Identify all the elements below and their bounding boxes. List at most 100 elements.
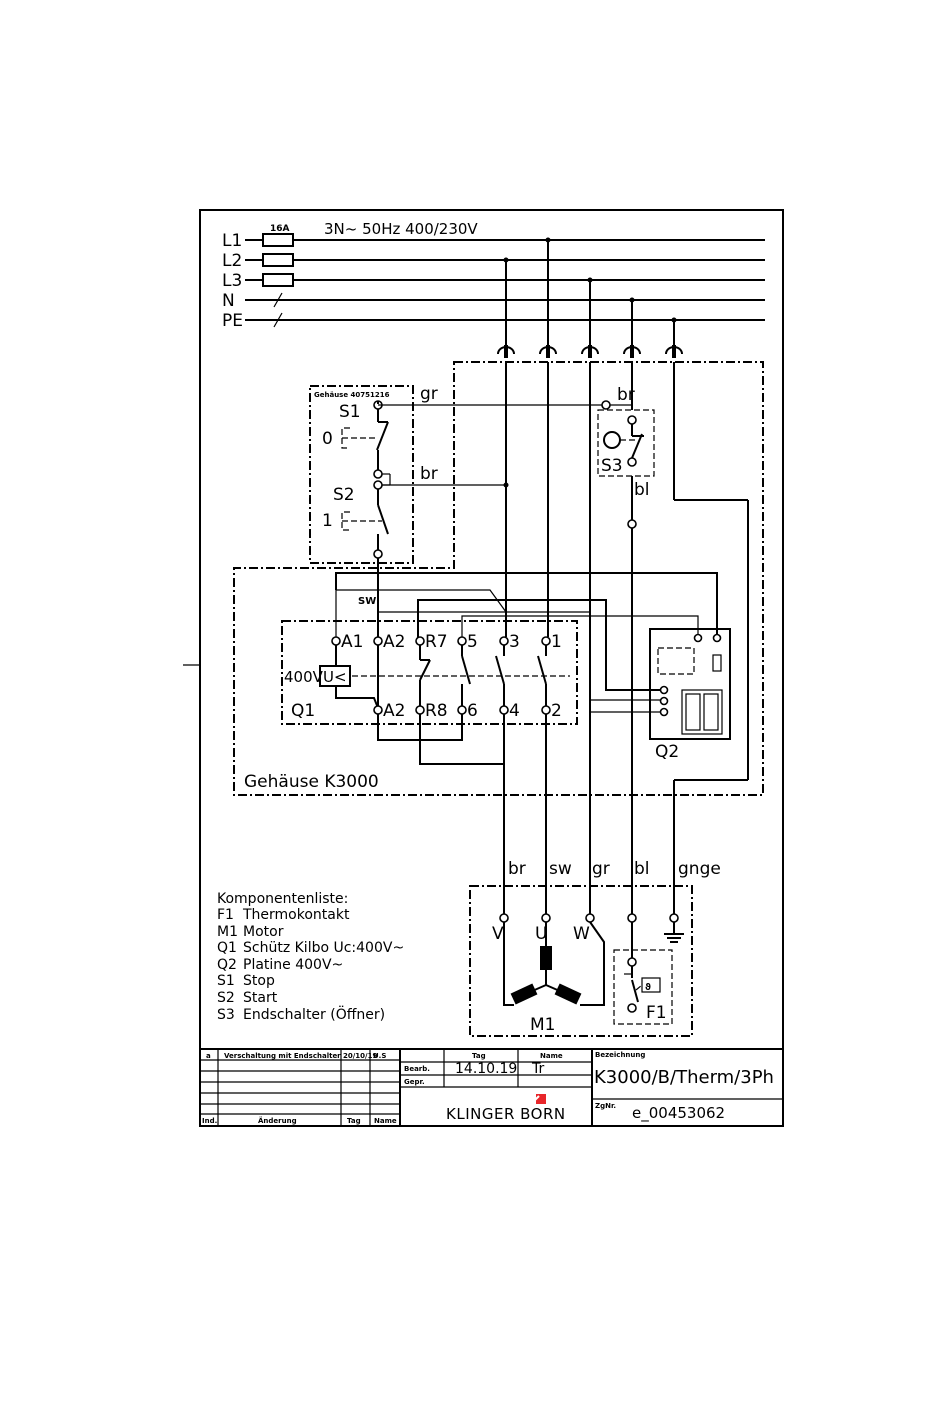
line-label-n: N — [222, 291, 235, 311]
contactor-q1: A1 A2 R7 5 3 1 400V U< Q1 A2 R8 6 4 2 — [284, 632, 570, 765]
coil-voltage: 400V — [284, 668, 324, 686]
s2-position: 1 — [322, 511, 333, 531]
control-wiring: SW — [335, 400, 718, 691]
motor-m1: br sw gr bl gnge V U W M1 — [492, 859, 721, 1035]
legend-item-code: M1 — [217, 924, 238, 940]
winding-v — [510, 983, 538, 1005]
switch-box — [309, 385, 414, 564]
motor-outline — [469, 885, 693, 1037]
legend-item-text: Endschalter (Öffner) — [243, 1005, 385, 1023]
rev-index: a — [206, 1052, 211, 1060]
q1-terminal-5: 5 — [467, 632, 478, 652]
coil-symbol: U< — [323, 668, 347, 686]
legend-item-text: Schütz Kilbo Uc:400V~ — [243, 940, 404, 956]
motor-terminal-u: U — [535, 924, 547, 944]
legend-title: Komponentenliste: — [217, 891, 348, 907]
s3-label: S3 — [601, 456, 623, 476]
col-tag: Tag — [347, 1117, 361, 1125]
legend-item-text: Start — [243, 990, 278, 1006]
logo-mark — [536, 1094, 546, 1104]
legend-item-code: S3 — [217, 1007, 235, 1023]
legend-item-code: S1 — [217, 973, 235, 989]
limit-switch-s3: br S3 bl — [601, 385, 650, 500]
svg-text:ϑ: ϑ — [645, 983, 651, 993]
motor-wire-gr: gr — [592, 859, 610, 879]
s2-terminal-bottom — [373, 549, 383, 559]
thermo-label: F1 — [646, 1003, 667, 1023]
wire-label-gr: gr — [420, 384, 438, 404]
s2-label: S2 — [333, 485, 355, 505]
switch-box-label: Gehäuse 40751216 — [314, 391, 390, 399]
hdr-tag: Tag — [472, 1052, 486, 1060]
drawing-frame — [199, 209, 784, 1127]
line-label-pe: PE — [222, 311, 243, 331]
q1-terminal-6: 6 — [467, 701, 478, 721]
logo-text: KLINGER BORN — [446, 1105, 566, 1123]
enclosure-label: Gehäuse K3000 — [244, 772, 379, 792]
q1-terminal-2: 2 — [551, 701, 562, 721]
winding-u — [540, 946, 552, 970]
legend-item-code: Q1 — [217, 940, 237, 956]
motor-terminal-v: V — [492, 924, 504, 944]
q2-label: Q2 — [655, 742, 679, 762]
q1-terminal-4: 4 — [509, 701, 520, 721]
s1-position: 0 — [322, 429, 333, 449]
line-label-l2: L2 — [222, 251, 242, 271]
col-name: Name — [374, 1117, 397, 1125]
wire-label-br-switch: br — [420, 464, 438, 484]
supply-spec: 3N~ 50Hz 400/230V — [324, 220, 478, 238]
s2-terminal-top — [373, 480, 383, 490]
rev-name: U.S — [373, 1052, 386, 1060]
winding-w — [554, 983, 582, 1005]
motor-label: M1 — [530, 1015, 555, 1035]
component-legend: Komponentenliste: F1 Thermokontakt M1 Mo… — [217, 891, 404, 1023]
rev-change: Verschaltung mit Endschalter — [224, 1052, 341, 1060]
enclosure-k3000 — [233, 361, 764, 796]
title-block: a Verschaltung mit Endschalter 20/10/19 … — [200, 1048, 783, 1126]
q1-terminal-a2-top: A2 — [383, 632, 405, 652]
plug-connectors — [497, 345, 683, 358]
board-q2-box — [649, 628, 731, 740]
legend-item-text: Platine 400V~ — [243, 957, 343, 973]
row-gepr: Gepr. — [404, 1078, 425, 1086]
legend-item-code: F1 — [217, 907, 234, 923]
contactor-outline — [281, 620, 578, 725]
bezeichnung-label: Bezeichnung — [595, 1051, 645, 1059]
fuse-l2 — [262, 253, 294, 267]
motor-wire-gnge: gnge — [678, 859, 721, 879]
motor-wire-sw: sw — [549, 859, 572, 879]
klinger-born-logo: KLINGER BORN — [446, 1094, 566, 1123]
wire-label-bl-s3: bl — [634, 480, 650, 500]
motor-terminal-w: W — [573, 924, 590, 944]
q1-label: Q1 — [291, 701, 315, 721]
row-bearb: Bearb. — [404, 1065, 430, 1073]
legend-item-code: S2 — [217, 990, 235, 1006]
q1-terminal-r7: R7 — [425, 632, 448, 652]
col-aenderung: Änderung — [258, 1116, 297, 1125]
drawing-title: K3000/B/Therm/3Ph — [594, 1067, 774, 1088]
zgnr-label: ZgNr. — [595, 1102, 616, 1110]
drawing-number: e_00453062 — [632, 1104, 725, 1123]
wire-label-br-s3: br — [617, 385, 635, 405]
hdr-name: Name — [540, 1052, 563, 1060]
fuse-l3 — [262, 273, 294, 287]
switch-box-content: Gehäuse 40751216 S1 0 S2 1 gr br — [314, 384, 438, 559]
enclosure-outlines — [233, 361, 764, 1037]
s1-terminal-bottom — [373, 469, 383, 479]
q1-terminal-3: 3 — [509, 632, 520, 652]
s1-label: S1 — [339, 402, 361, 422]
motor-wire-br: br — [508, 859, 526, 879]
legend-item-text: Motor — [243, 924, 284, 940]
col-ind: Ind. — [202, 1117, 217, 1125]
board-q2: Q2 — [649, 628, 731, 762]
motor-wire-bl: bl — [634, 859, 650, 879]
q1-terminal-a2-bottom: A2 — [383, 701, 405, 721]
power-wiring — [503, 362, 749, 914]
rev-date: 20/10/19 — [343, 1052, 377, 1060]
drawing-author: Tr — [531, 1061, 544, 1077]
line-label-l1: L1 — [222, 231, 242, 251]
line-label-l3: L3 — [222, 271, 242, 291]
supply-section: L1 L2 L3 N PE 16A 3N~ 50Hz 400/230V — [222, 220, 765, 345]
